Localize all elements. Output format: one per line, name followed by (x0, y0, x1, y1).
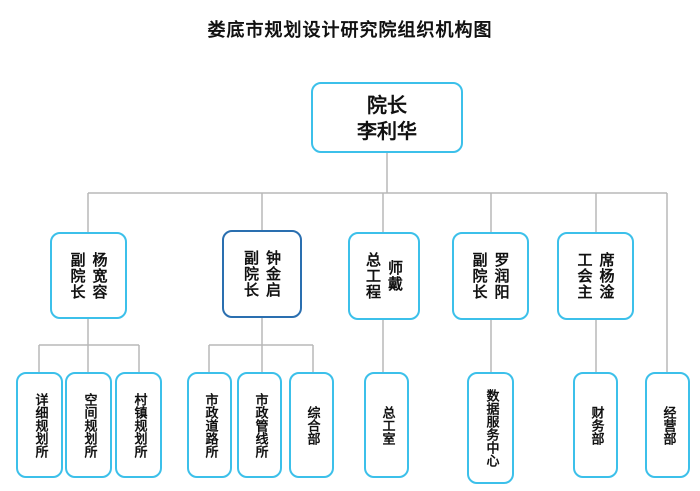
leader-node-l4[interactable]: 副院长 罗润阳 (452, 232, 529, 320)
department-node[interactable]: 财务部 (573, 372, 618, 478)
department-label: 总工室 (379, 405, 395, 445)
leader-title: 总工程 (364, 252, 382, 300)
department-node[interactable]: 空间规划所 (65, 372, 112, 478)
leader-name: 杨宽容 (90, 251, 109, 300)
leader-node-l1[interactable]: 副院长 杨宽容 (50, 232, 127, 319)
leader-node-l5[interactable]: 工会主 席杨淦 (557, 232, 634, 320)
chart-title: 娄底市规划设计研究院组织机构图 (207, 20, 493, 41)
department-label: 空间规划所 (81, 392, 97, 458)
department-label: 详细规划所 (32, 392, 48, 458)
department-node[interactable]: 市政管线所 (237, 372, 282, 478)
department-label: 市政管线所 (252, 392, 268, 458)
department-node[interactable]: 综合部 (289, 372, 334, 478)
leader-name: 罗润阳 (492, 252, 511, 300)
leader-title: 副院长 (68, 251, 87, 300)
leader-node-l3[interactable]: 总工程 师戴 (348, 232, 420, 320)
leader-title: 副院长 (470, 252, 489, 300)
department-node[interactable]: 详细规划所 (16, 372, 63, 478)
leader-name: 师戴 (386, 260, 404, 292)
leader-title: 工会主 (575, 252, 594, 300)
department-node[interactable]: 总工室 (364, 372, 409, 478)
department-node[interactable]: 数据服务中心 (467, 372, 514, 484)
department-label: 数据服务中心 (483, 389, 499, 467)
leader-node-l2[interactable]: 副院长 钟金启 (222, 230, 302, 318)
department-node[interactable]: 市政道路所 (187, 372, 232, 478)
department-label: 综合部 (304, 405, 320, 445)
department-node[interactable]: 经营部 (645, 372, 690, 478)
root-title: 院长 (367, 92, 407, 117)
department-label: 市政道路所 (202, 392, 218, 458)
department-node[interactable]: 村镇规划所 (115, 372, 162, 478)
department-label: 村镇规划所 (131, 392, 147, 458)
leader-title: 副院长 (242, 250, 260, 298)
leader-name: 席杨淦 (597, 252, 616, 300)
department-label: 经营部 (660, 405, 676, 445)
root-name: 李利华 (357, 118, 417, 143)
leader-name: 钟金启 (264, 250, 282, 298)
root-node[interactable]: 院长 李利华 (311, 82, 463, 153)
department-label: 财务部 (588, 405, 604, 445)
